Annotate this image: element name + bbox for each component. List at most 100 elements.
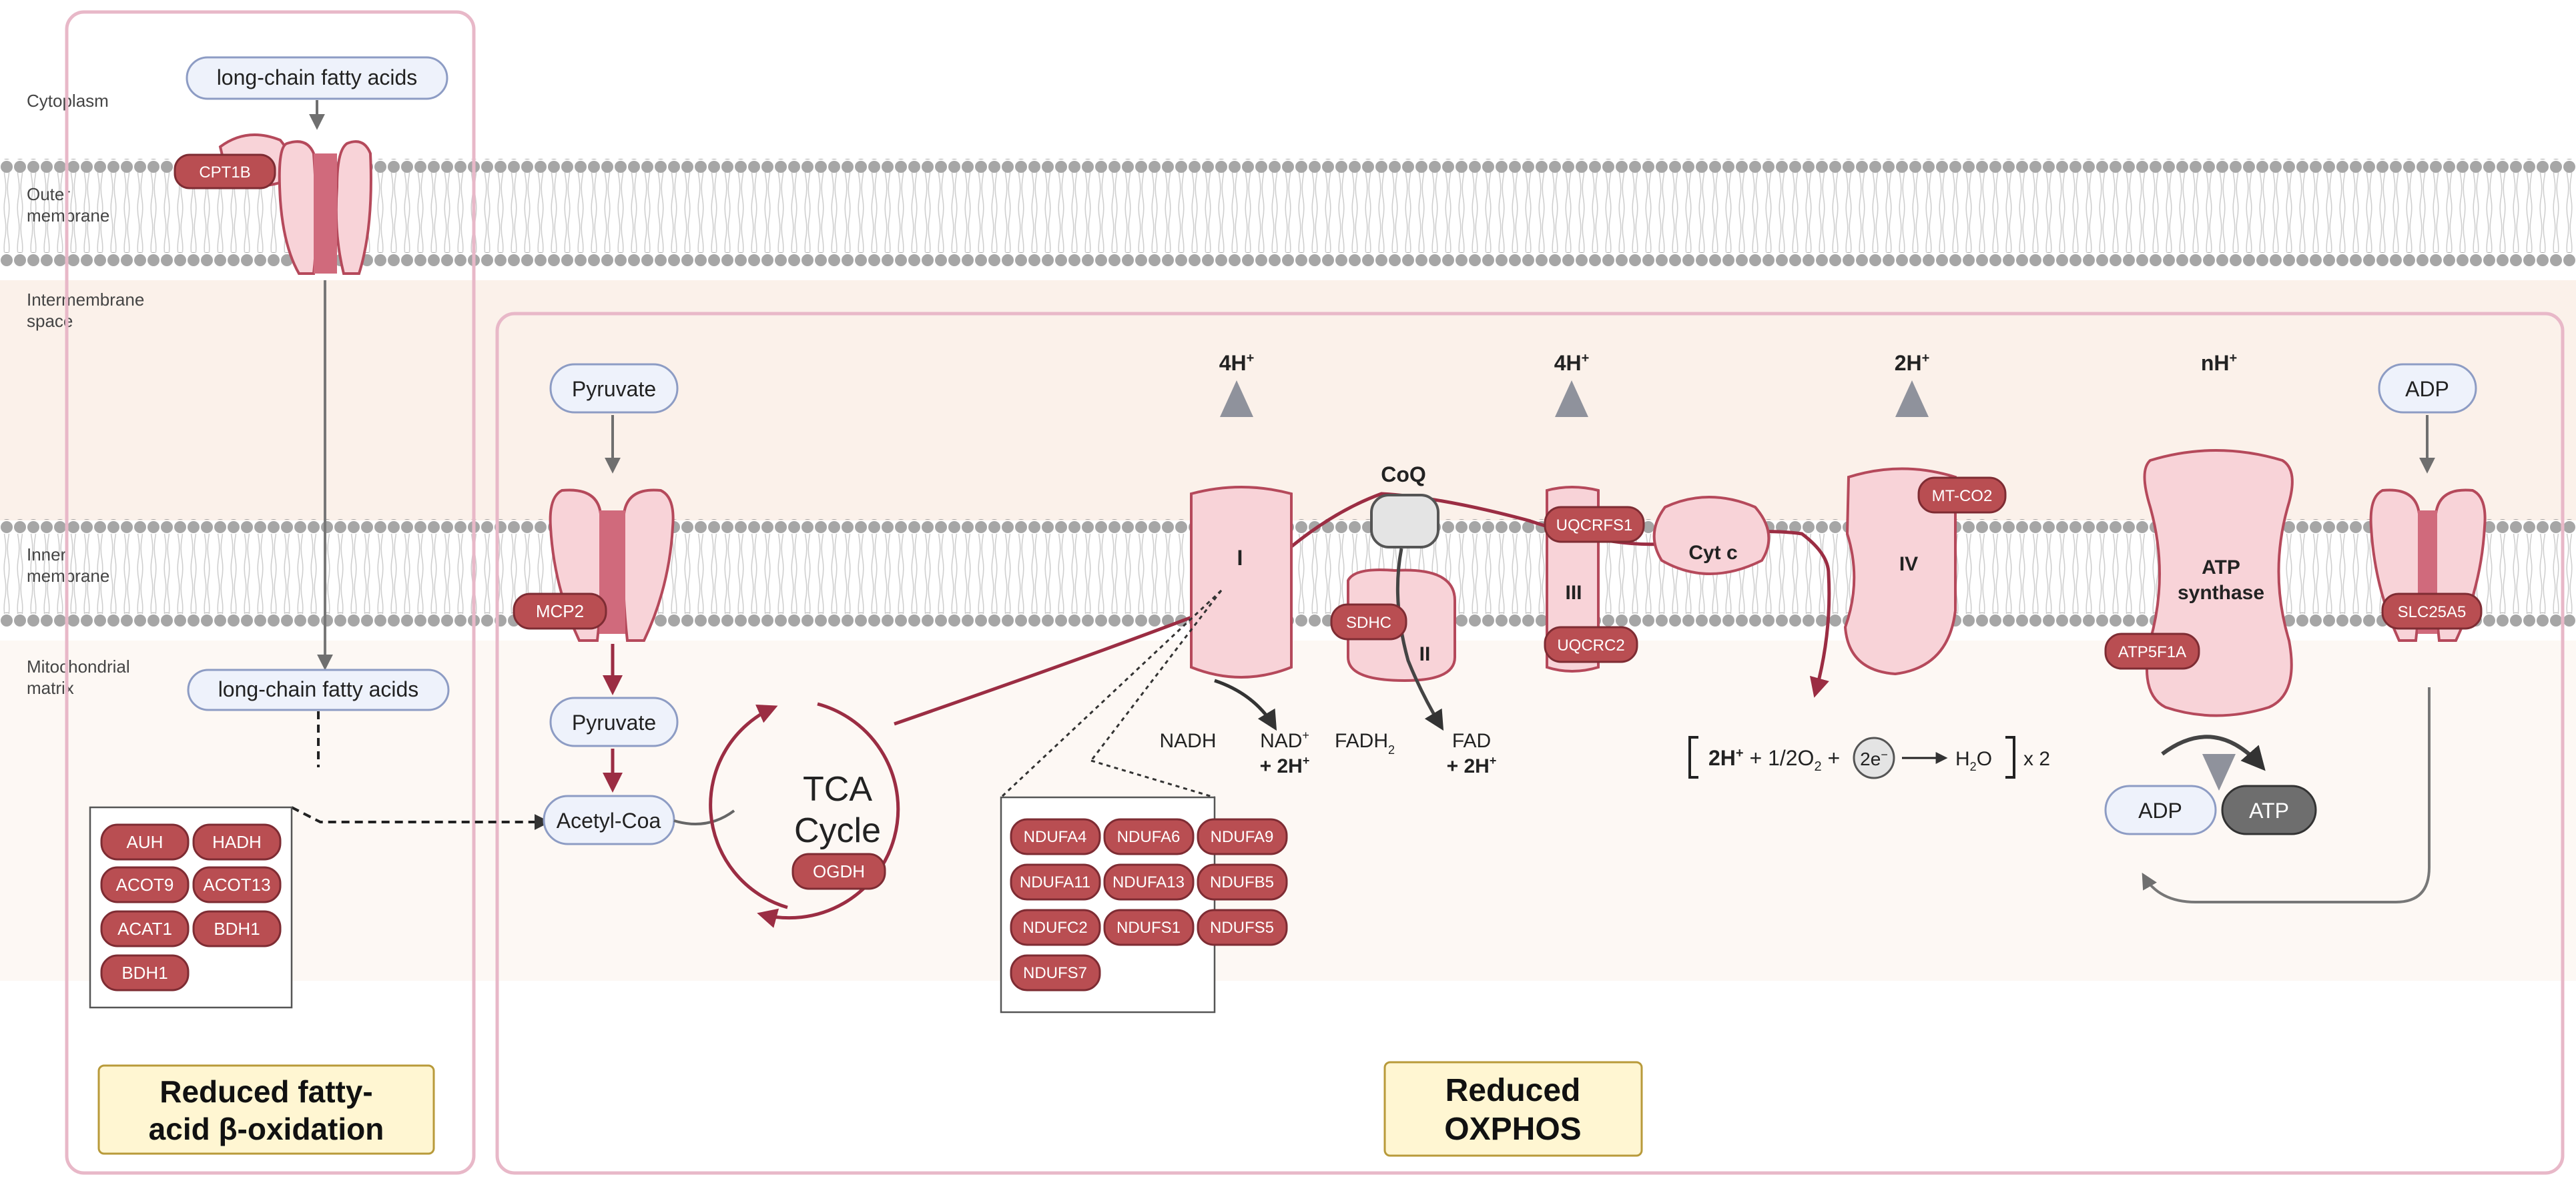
- times-label: x 2: [2023, 748, 2050, 770]
- complex-i-numeral: I: [1237, 546, 1243, 570]
- fatty-acid-pathway: long-chain fatty acids CPT1B long-chain …: [89, 56, 551, 1155]
- subunit-label: NDUFS7: [1023, 964, 1087, 982]
- complex-ii: II SDHC FADH2 FAD + 2H+: [1330, 548, 1497, 777]
- subunit-label: NDUFS1: [1116, 919, 1181, 937]
- beta-oxidation-enzymes: AUH HADH ACOT9 ACOT13 ACAT1 BDH1 BDH1: [100, 823, 282, 992]
- subunit-label: NDUFA13: [1112, 873, 1185, 891]
- subunit-chip: [1010, 909, 1101, 946]
- subunit-label: NDUFA6: [1117, 828, 1181, 846]
- atp-synthase-protons: nH+: [2201, 351, 2237, 375]
- matrix-label-1: Mitochondrial: [27, 657, 130, 677]
- complex-iii-protons: 4H+: [1554, 351, 1590, 375]
- fatty-acid-title-box: [97, 1064, 435, 1155]
- complex-i-protons: 4H+: [1219, 351, 1255, 375]
- complex-iv-body: [1843, 467, 1957, 676]
- slc25a5-chip: [2381, 592, 2483, 630]
- pyruvate-top: [549, 363, 679, 414]
- fad-label: FAD: [1452, 730, 1491, 752]
- inner-membrane-label-1: Inner: [27, 544, 67, 564]
- enzyme-label: BDH1: [214, 919, 260, 939]
- ogdh-chip: [791, 853, 886, 890]
- subunit-label: NDUFA9: [1211, 828, 1274, 846]
- enzyme-label: ACOT13: [203, 875, 270, 895]
- fad-plus-label: + 2H+: [1447, 754, 1497, 777]
- mcp2-chip: [513, 592, 607, 630]
- coq-shape: [1370, 494, 1439, 548]
- cpt1b-transporter: CPT1B: [174, 133, 372, 275]
- outer-membrane-label-1: Outer: [27, 184, 70, 204]
- enzyme-chip: [192, 823, 282, 861]
- oxphos-pathway: Pyruvate MCP2 Pyruvate Acetyl-Coa TCA Cy…: [513, 351, 2487, 1157]
- mtco2-chip: [1917, 476, 2007, 514]
- acetyl-coa-label: Acetyl-Coa: [557, 809, 661, 833]
- coq: CoQ: [1370, 462, 1439, 548]
- complex-iii-numeral: III: [1565, 582, 1582, 604]
- complex-i-body: [1190, 486, 1293, 679]
- nadh-label: NADH: [1159, 730, 1216, 752]
- acetyl-coa: [543, 795, 675, 845]
- subunit-label: NDUFC2: [1022, 919, 1087, 937]
- outer-membrane: [0, 159, 2576, 267]
- pyruvate-matrix: [549, 697, 679, 747]
- enzyme-chip: [192, 866, 282, 903]
- mtco2-label: MT-CO2: [1932, 487, 1993, 505]
- cytochrome-c: Cyt c: [1652, 496, 1770, 575]
- nad-label: NAD+: [1260, 729, 1309, 752]
- atp-label: ATP: [2249, 799, 2289, 823]
- subunit-chip: [1010, 954, 1101, 992]
- cpt1b-label: CPT1B: [199, 163, 250, 181]
- long-chain-fatty-acids-matrix-label: long-chain fatty acids: [218, 677, 419, 701]
- adp-pill: [2104, 785, 2217, 835]
- complex-iii: 4H+ III UQCRFS1 UQCRC2: [1544, 351, 1645, 701]
- complex-iv-protons: 2H+: [1895, 351, 1930, 375]
- fadh-label: FADH2: [1335, 730, 1395, 757]
- fatty-acid-title-line-1: Reduced fatty-: [159, 1074, 372, 1109]
- subunit-chip: [1197, 818, 1288, 855]
- enzyme-label: ACOT9: [116, 875, 174, 895]
- enzyme-chip: [100, 954, 190, 992]
- enzyme-label: AUH: [127, 832, 164, 852]
- atp-synthase-label-2: synthase: [2178, 582, 2264, 604]
- slc25a5-label: SLC25A5: [2398, 603, 2467, 621]
- fatty-acid-title-line-2: acid β-oxidation: [149, 1112, 384, 1146]
- oxphos-title-line-1: Reduced: [1445, 1073, 1581, 1108]
- subunit-chip: [1010, 863, 1101, 901]
- adp-label: ADP: [2138, 799, 2182, 823]
- subunit-chip: [1103, 863, 1195, 901]
- oxphos-title-box: [1383, 1061, 1643, 1157]
- complex-i-subunits: NDUFA4 NDUFA6 NDUFA9 NDUFA11 NDUFA13 NDU…: [1010, 818, 1288, 992]
- subunit-label: NDUFA4: [1024, 828, 1087, 846]
- oxphos-title-line-2: OXPHOS: [1444, 1112, 1581, 1147]
- atp5f1a-label: ATP5F1A: [2118, 643, 2186, 661]
- subunit-label: NDUFA11: [1020, 873, 1090, 891]
- slc25a5-transporter: ADP SLC25A5: [2142, 363, 2487, 903]
- enzyme-chip: [100, 866, 190, 903]
- water-equation: 2H+ + 1/2O2 + 2e− H2O x 2: [1688, 736, 2050, 779]
- uqcrfs1-chip: [1544, 506, 1645, 543]
- enzyme-chip: [100, 823, 190, 861]
- atp-synthase: nH+ ATP synthase ATP5F1A ADP ATP: [2104, 351, 2317, 835]
- tca-cycle: TCA Cycle OGDH: [709, 702, 900, 928]
- cpt1b-chip: [174, 153, 276, 189]
- subunit-chip: [1103, 818, 1195, 855]
- atp-synthase-label-1: ATP: [2202, 556, 2240, 578]
- nad-plus-label: + 2H+: [1260, 754, 1310, 777]
- enzyme-chip: [192, 910, 282, 947]
- equation-text: 2H+ + 1/2O2 +: [1708, 746, 1840, 774]
- subunit-label: NDUFS5: [1210, 919, 1274, 937]
- long-chain-fatty-acids-matrix: [187, 669, 450, 711]
- enzyme-label: BDH1: [121, 963, 168, 983]
- tca-label-1: TCA: [803, 770, 872, 809]
- complex-iv: 2H+ IV MT-CO2: [1843, 351, 2007, 707]
- cytc-label: Cyt c: [1688, 542, 1737, 564]
- enzyme-label: HADH: [212, 832, 262, 852]
- coq-label: CoQ: [1381, 462, 1426, 486]
- long-chain-fatty-acids-top: [186, 56, 448, 100]
- complex-i: 4H+ I NADH NAD+ + 2H+: [1159, 351, 1309, 777]
- uqcrfs1-label: UQCRFS1: [1556, 516, 1633, 534]
- long-chain-fatty-acids-top-label: long-chain fatty acids: [217, 65, 418, 89]
- sdhc-label: SDHC: [1346, 614, 1391, 632]
- mcp2-transporter: MCP2: [513, 488, 675, 642]
- fatty-acid-panel: [65, 10, 476, 1175]
